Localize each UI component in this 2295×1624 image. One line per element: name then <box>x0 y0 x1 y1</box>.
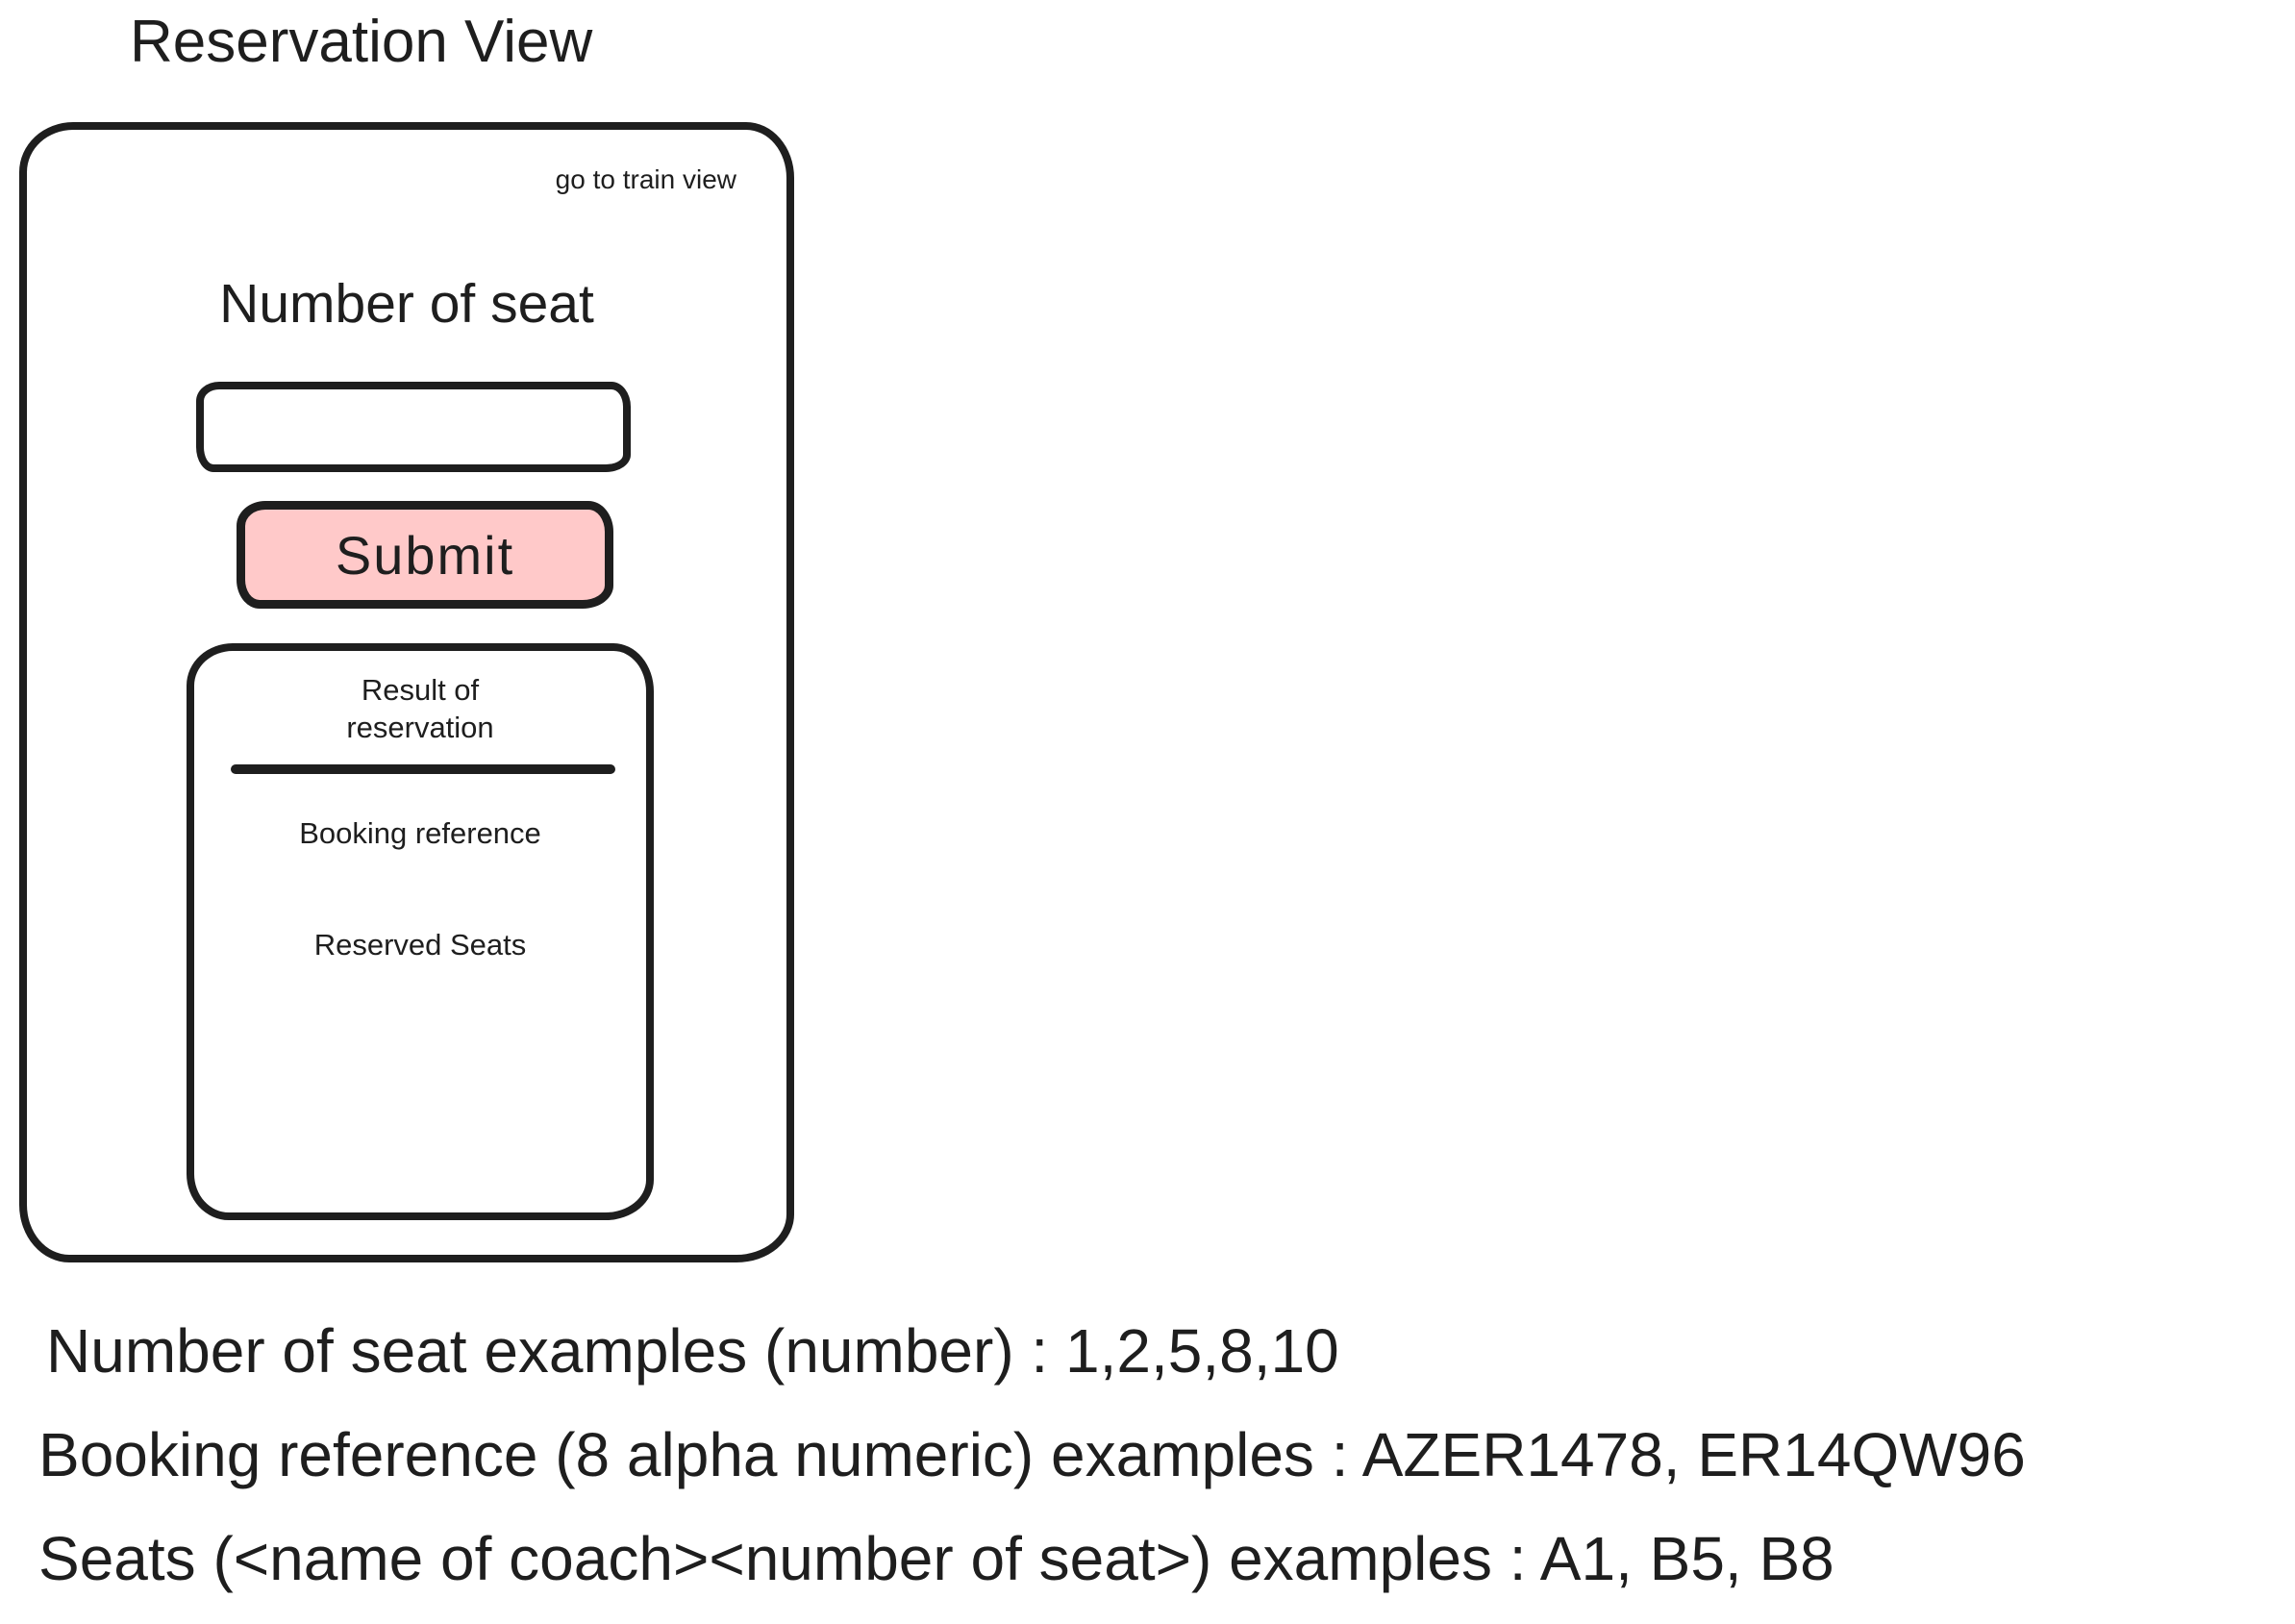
note-seats-examples: Seats (<name of coach><number of seat>) … <box>38 1524 1834 1593</box>
result-of-reservation-box: Result of reservation Booking reference … <box>187 643 654 1220</box>
go-to-train-view-link[interactable]: go to train view <box>555 164 736 194</box>
result-box-title: Result of reservation <box>346 673 494 744</box>
submit-button[interactable]: Submit <box>237 501 613 609</box>
number-of-seat-label: Number of seat <box>219 273 594 335</box>
page-title: Reservation View <box>130 9 593 75</box>
reserved-seats-label: Reserved Seats <box>313 928 527 962</box>
booking-reference-label: Booking reference <box>299 816 541 850</box>
result-divider-line <box>231 764 615 774</box>
reservation-panel: go to train view Number of seat Submit R… <box>19 122 794 1262</box>
seat-count-input[interactable] <box>196 382 631 472</box>
note-number-of-seat-examples: Number of seat examples (number) : 1,2,5… <box>46 1316 1339 1386</box>
note-booking-reference-examples: Booking reference (8 alpha numeric) exam… <box>38 1420 2026 1489</box>
